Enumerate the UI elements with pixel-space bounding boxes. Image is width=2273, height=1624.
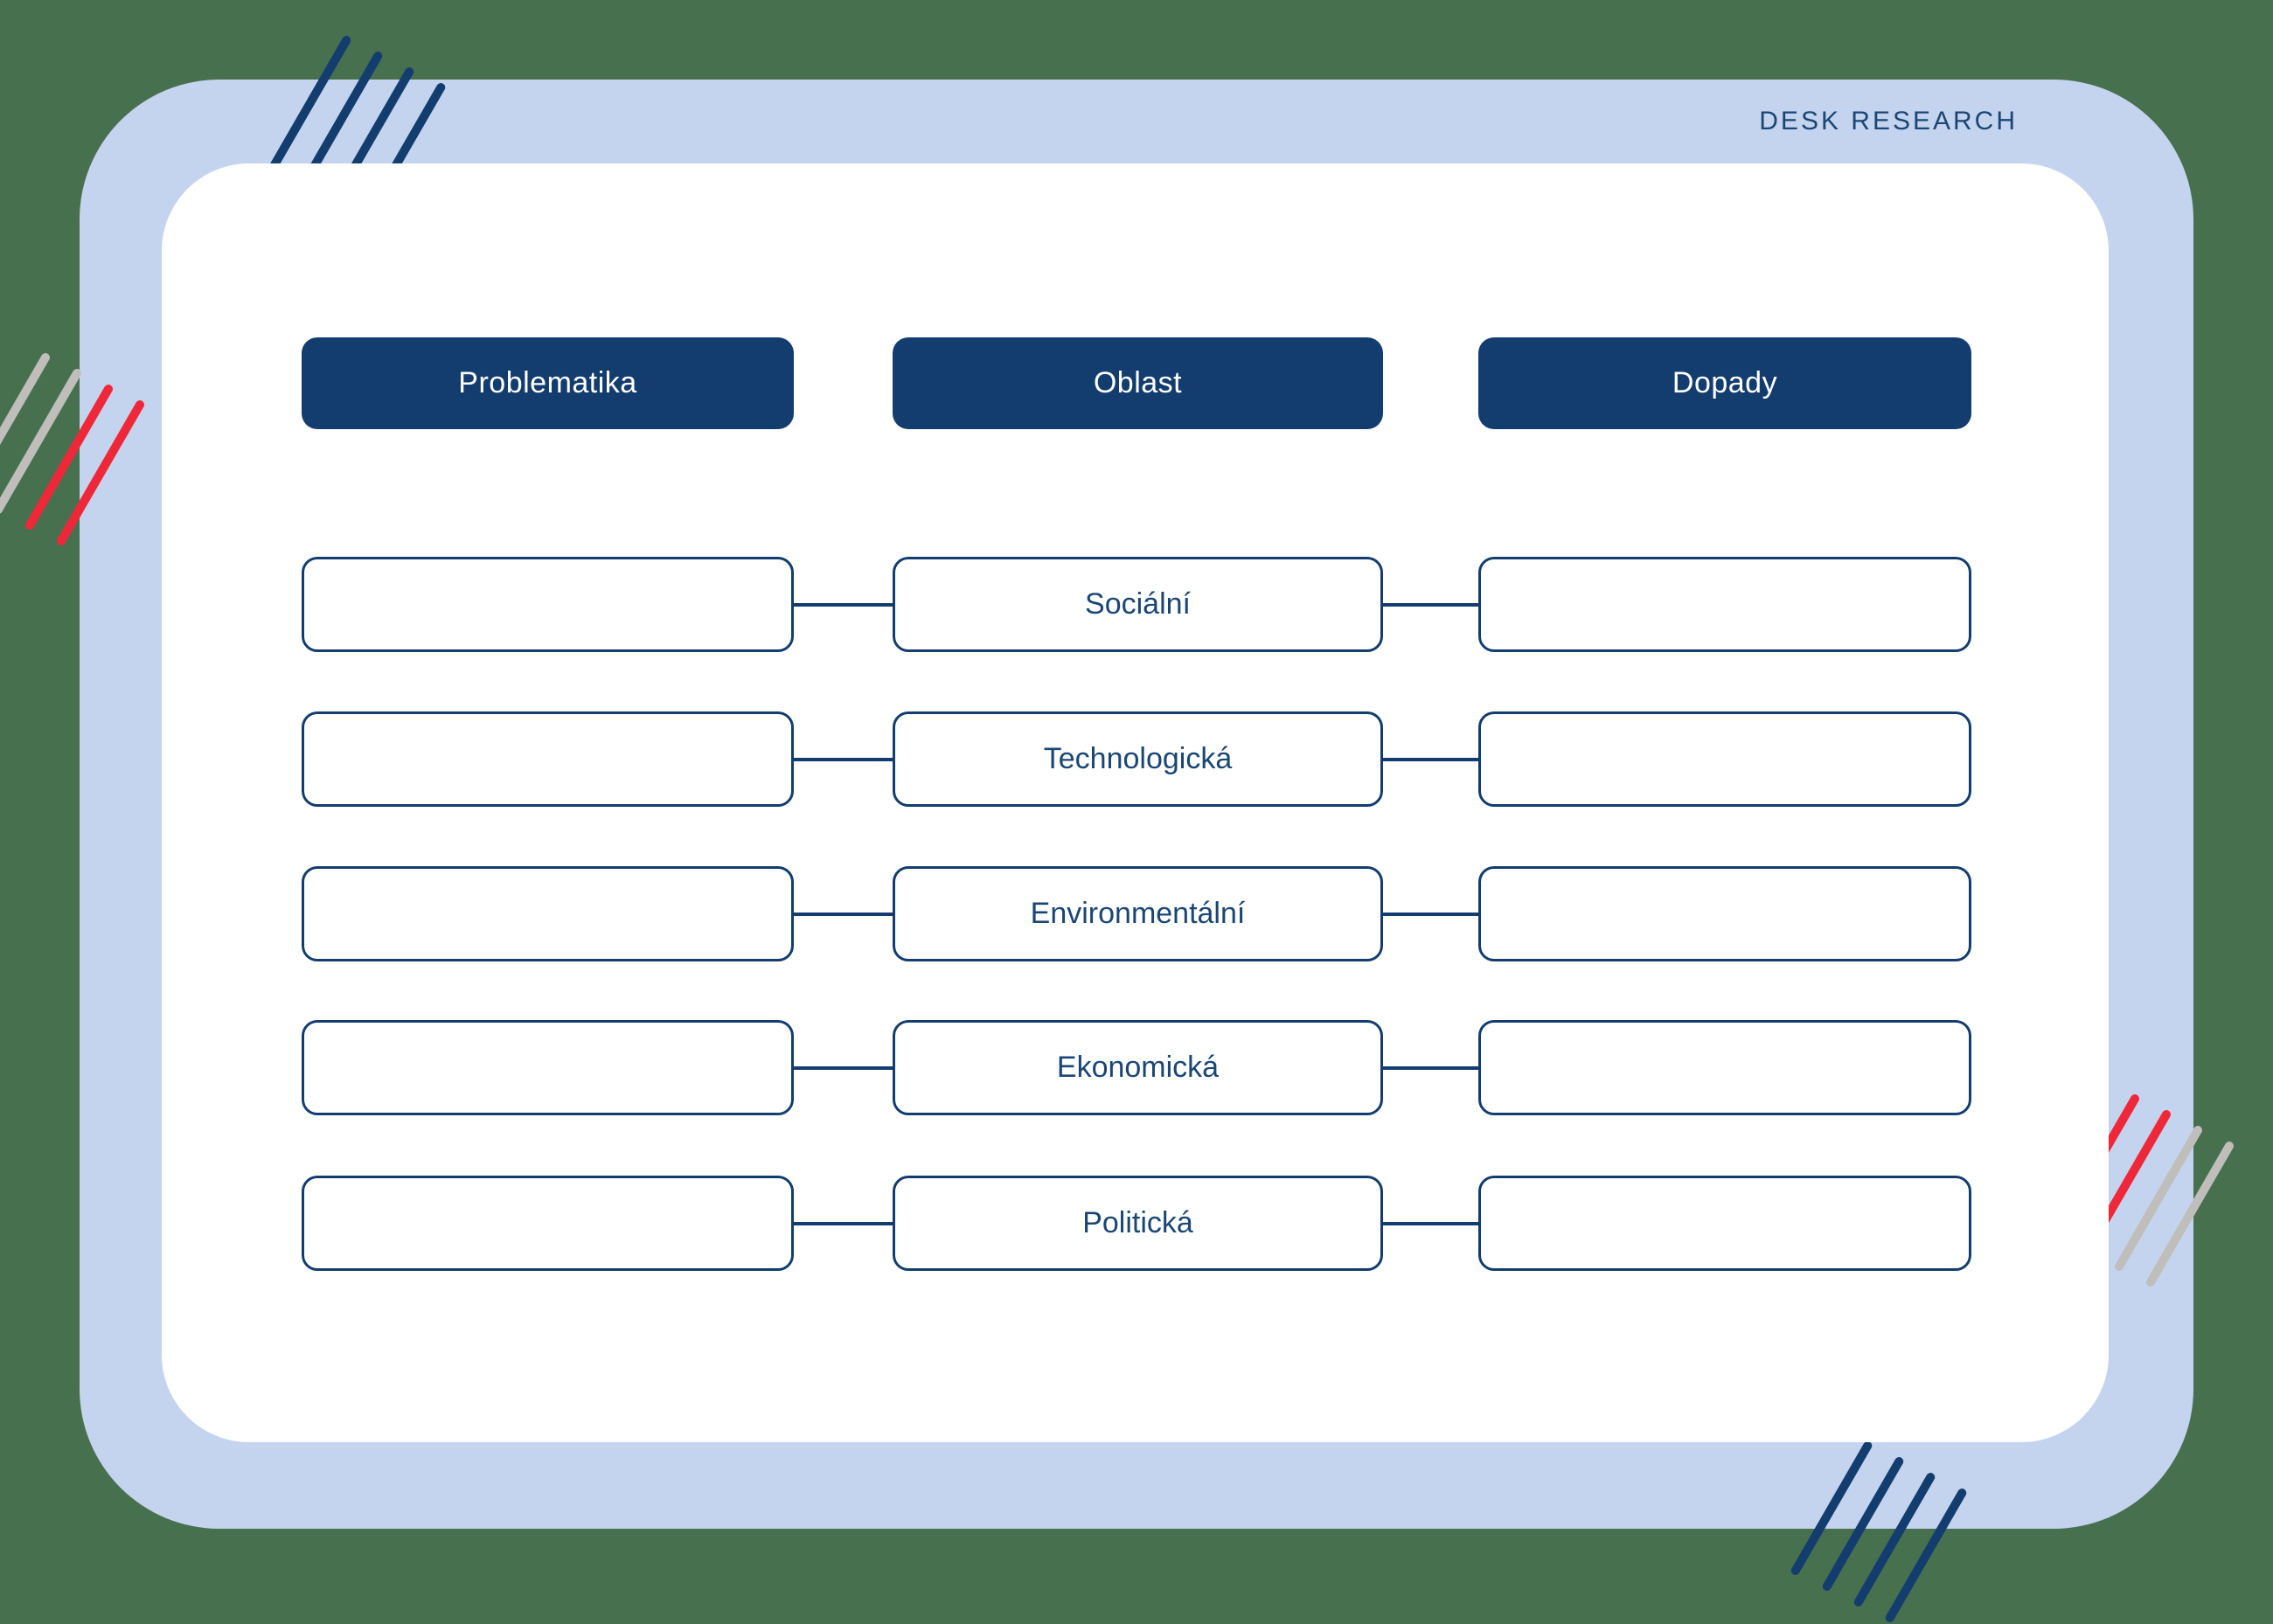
oblast-box[interactable]: Sociální bbox=[893, 557, 1383, 652]
connector-oblast-dopady bbox=[1383, 757, 1478, 761]
dopady-box[interactable] bbox=[1478, 1176, 1971, 1271]
connector-oblast-dopady bbox=[1383, 602, 1478, 607]
problematika-box[interactable] bbox=[302, 711, 794, 807]
diagram-row-socialni: Sociální bbox=[0, 557, 2273, 652]
oblast-box[interactable]: Politická bbox=[893, 1176, 1383, 1271]
diagram-row-environmentalni: Environmentální bbox=[0, 866, 2273, 961]
oblast-label: Environmentální bbox=[1030, 897, 1246, 930]
oblast-label: Sociální bbox=[1085, 587, 1191, 621]
connector-oblast-dopady bbox=[1383, 1065, 1478, 1070]
problematika-box[interactable] bbox=[302, 1020, 794, 1115]
connector-problematika-oblast bbox=[794, 1065, 893, 1070]
dopady-box[interactable] bbox=[1478, 1020, 1971, 1115]
dopady-box[interactable] bbox=[1478, 557, 1971, 652]
problematika-box[interactable] bbox=[302, 557, 794, 652]
oblast-label: Politická bbox=[1082, 1206, 1193, 1239]
column-header-dopady: Dopady bbox=[1478, 337, 1971, 429]
problematika-box[interactable] bbox=[302, 866, 794, 961]
column-header-problematika: Problematika bbox=[302, 337, 794, 429]
connector-problematika-oblast bbox=[794, 602, 893, 607]
diagram-row-technologicka: Technologická bbox=[0, 711, 2273, 807]
page-title: DESK RESEARCH bbox=[1759, 107, 2018, 135]
dopady-box[interactable] bbox=[1478, 711, 1971, 807]
diagram-row-ekonomicka: Ekonomická bbox=[0, 1020, 2273, 1115]
diagram-row-politicka: Politická bbox=[0, 1176, 2273, 1271]
connector-problematika-oblast bbox=[794, 912, 893, 916]
connector-problematika-oblast bbox=[794, 757, 893, 761]
connector-problematika-oblast bbox=[794, 1221, 893, 1225]
column-header-oblast: Oblast bbox=[893, 337, 1383, 429]
oblast-label: Ekonomická bbox=[1056, 1051, 1220, 1084]
oblast-box[interactable]: Ekonomická bbox=[893, 1020, 1383, 1115]
oblast-box[interactable]: Environmentální bbox=[893, 866, 1383, 961]
problematika-box[interactable] bbox=[302, 1176, 794, 1271]
connector-oblast-dopady bbox=[1383, 1221, 1478, 1225]
dopady-box[interactable] bbox=[1478, 866, 1971, 961]
connector-oblast-dopady bbox=[1383, 912, 1478, 916]
oblast-label: Technologická bbox=[1043, 742, 1233, 775]
oblast-box[interactable]: Technologická bbox=[893, 711, 1383, 807]
